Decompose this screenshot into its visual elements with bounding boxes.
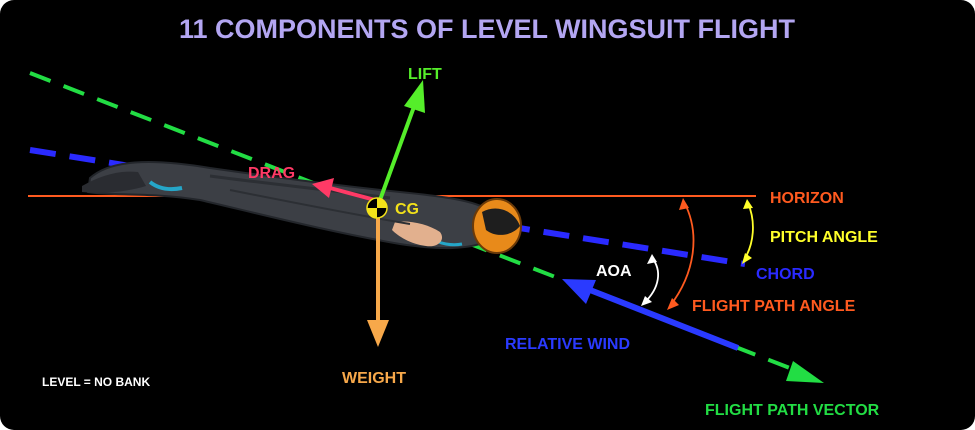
lift-arrow — [378, 103, 417, 201]
drag-label: DRAG — [248, 165, 295, 182]
relative-wind-label: RELATIVE WIND — [505, 336, 630, 353]
horizon-label: HORIZON — [770, 190, 844, 207]
drag-arrow — [329, 186, 376, 202]
diagram-title: 11 COMPONENTS OF LEVEL WINGSUIT FLIGHT — [179, 14, 796, 44]
aoa-arc — [643, 257, 659, 304]
weight-label: WEIGHT — [342, 370, 406, 387]
pitch-angle-arc — [743, 202, 754, 261]
relative-wind-arrow — [588, 287, 740, 351]
relative-wind-arrowhead — [562, 279, 596, 304]
flight-path-vector-label: FLIGHT PATH VECTOR — [705, 402, 880, 419]
drag-arrowhead — [312, 178, 334, 198]
cg-label: CG — [395, 201, 419, 218]
flight-path-vector-arrowhead — [786, 361, 824, 383]
flight-path-angle-arc — [669, 201, 695, 307]
aoa-label: AOA — [596, 263, 632, 280]
wingsuit-flyer — [82, 161, 522, 254]
level-no-bank-note: LEVEL = NO BANK — [42, 375, 150, 389]
pitch-angle-label: PITCH ANGLE — [770, 229, 878, 246]
cg-symbol — [366, 197, 388, 219]
lift-label: LIFT — [408, 66, 442, 83]
chord-label: CHORD — [756, 266, 815, 283]
weight-arrowhead — [367, 320, 389, 347]
flight-path-angle-label: FLIGHT PATH ANGLE — [692, 298, 856, 315]
lift-arrowhead — [404, 80, 425, 113]
